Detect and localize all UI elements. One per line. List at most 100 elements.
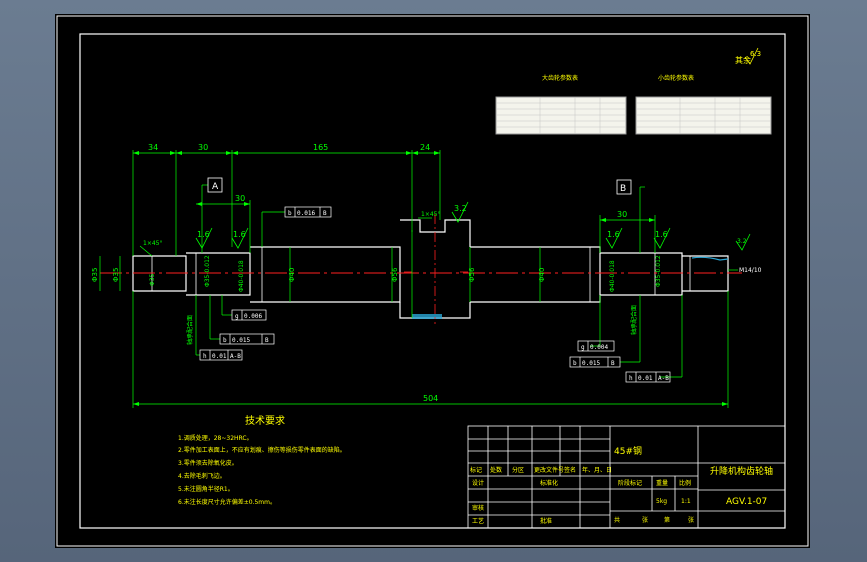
drawing-background [55,14,810,548]
tol-right3-symbol: h [629,375,633,382]
shaft-shoulders [151,247,691,302]
tech-req-item-3: 3.零件须去除氧化皮。 [178,459,238,467]
tb-weight: 5kg [656,498,667,505]
side-label-right: 轴承配合面 [630,305,638,335]
tb-mark: 标记 [470,466,482,474]
tol-right2-symbol: b [573,360,577,367]
tb-sign: 签名 [564,466,576,474]
roughness-5: 1.6 [655,230,668,239]
tb-change-doc: 更改文件号 [534,466,564,474]
tech-req-item-5: 5.未注圆角半径R1。 [178,485,234,493]
tol-left3-symbol: h [203,353,207,360]
dia-main-b: Φ40 [538,268,546,282]
roughness-symbols [195,201,751,251]
dim-30-c: 30 [617,210,627,219]
journal-right-dia: Φ40-0.018 [609,260,616,292]
tolerance-frames [199,206,671,383]
dia-main-a: Φ40 [288,268,296,282]
tol-left1-value: 0.006 [244,313,262,320]
roughness-1: 1.6 [197,230,210,239]
roughness-note-label: 其余 [735,55,751,65]
tol-right2-value: 0.015 [582,360,600,367]
journal-left-dia: Φ40-0.018 [238,260,245,292]
gear-teeth [412,256,729,319]
tb-drawing-no: AGV.1-07 [726,497,767,507]
tol-left2-ref: B [265,337,269,344]
tech-req-title: 技术要求 [245,414,285,427]
bearing-right-dia: Φ35-0.012 [655,255,662,287]
outer-border [56,15,809,547]
dimension-lines [99,150,738,408]
tb-date: 年、月、日 [582,466,612,474]
thread-label: M14/10 [739,267,762,274]
tol-right1-symbol: g [581,344,585,351]
dia-left-end: Φ35 [149,273,156,286]
tb-scale: 1:1 [681,498,691,505]
dia-left-inner: Φ35 [112,268,120,282]
tb-weight-label: 重量 [656,479,668,487]
tech-req-item-4: 4.去除毛刺飞边。 [178,472,226,480]
dia-left-outer: Φ35 [91,268,99,282]
dim-504: 504 [423,394,438,403]
general-roughness-note: 其余 6.3 [735,47,761,65]
tech-req-item-1: 1.调质处理，28~32HRC。 [178,434,253,442]
tech-req-item-6: 6.未注长度尺寸允许偏差±0.5mm。 [178,498,276,506]
dimension-arrows [133,151,728,406]
bearing-left-dia: Φ35-0.012 [204,255,211,287]
side-label-left: 轴承配合面 [186,315,194,345]
tol-top-ref: B [323,210,327,217]
datum-a: A [207,177,223,193]
tb-design: 设计 [472,479,484,487]
roughness-4: 1.6 [607,230,620,239]
inner-border [79,33,786,529]
tb-process: 工艺 [472,517,484,525]
dia-gear: Φ56 [391,267,399,282]
tb-material: 45#钢 [614,445,642,457]
tol-left3-value: 0.01 [212,353,227,360]
tol-right3-value: 0.01 [638,375,653,382]
tb-sheet-label2: 张 [688,516,694,524]
tb-zone: 分区 [512,466,524,474]
datum-b-label: B [620,184,626,194]
tb-approve: 批准 [540,517,552,525]
tol-left3-ref: A-B [230,353,241,360]
tol-right2-ref: B [611,360,615,367]
tb-count: 处数 [490,466,502,474]
tol-right3-ref: A-B [658,375,669,382]
tb-sheet-no: 第 [664,516,670,524]
roughness-note-value: 6.3 [750,50,761,58]
roughness-3: 3.2 [454,204,467,213]
gear-table-left-title: 大齿轮参数表 [542,74,578,82]
dim-30-b: 30 [235,194,245,203]
dia-gear-r: Φ56 [468,267,476,282]
gear-table-left [495,96,627,135]
tb-check: 审核 [472,504,484,512]
chamfer-gear: 1×45° [421,211,440,218]
tol-right1-value: 0.004 [590,344,608,351]
tol-top-value: 0.016 [297,210,315,217]
gear-table-right [635,96,772,135]
gear-table-right-title: 小齿轮参数表 [658,74,694,82]
tb-scale-label: 比例 [679,479,691,487]
tol-left2-symbol: b [223,337,227,344]
roughness-6: 3.2 [737,238,747,245]
title-block [467,425,786,529]
tol-left1-symbol: g [235,313,239,320]
tb-sheet-total: 共 [614,516,620,524]
tech-req-item-2: 2.零件加工表面上，不应有划痕、擦伤等损伤零件表面的缺陷。 [178,446,346,454]
technical-requirements: 技术要求 1.调质处理，28~32HRC。 2.零件加工表面上，不应有划痕、擦伤… [178,414,346,506]
tb-standard: 标准化 [540,479,558,487]
dim-34: 34 [148,143,158,152]
tb-stage: 阶段标记 [618,479,642,487]
datum-a-label: A [212,182,219,192]
tb-title: 升降机构齿轮轴 [710,465,773,477]
tb-sheet-label: 张 [642,516,648,524]
tol-top-symbol: b [288,210,292,217]
roughness-2: 1.6 [233,230,246,239]
dim-165: 165 [313,143,328,152]
tol-left2-value: 0.015 [232,337,250,344]
dim-24: 24 [420,143,430,152]
chamfer-left: 1×45° [143,240,162,247]
